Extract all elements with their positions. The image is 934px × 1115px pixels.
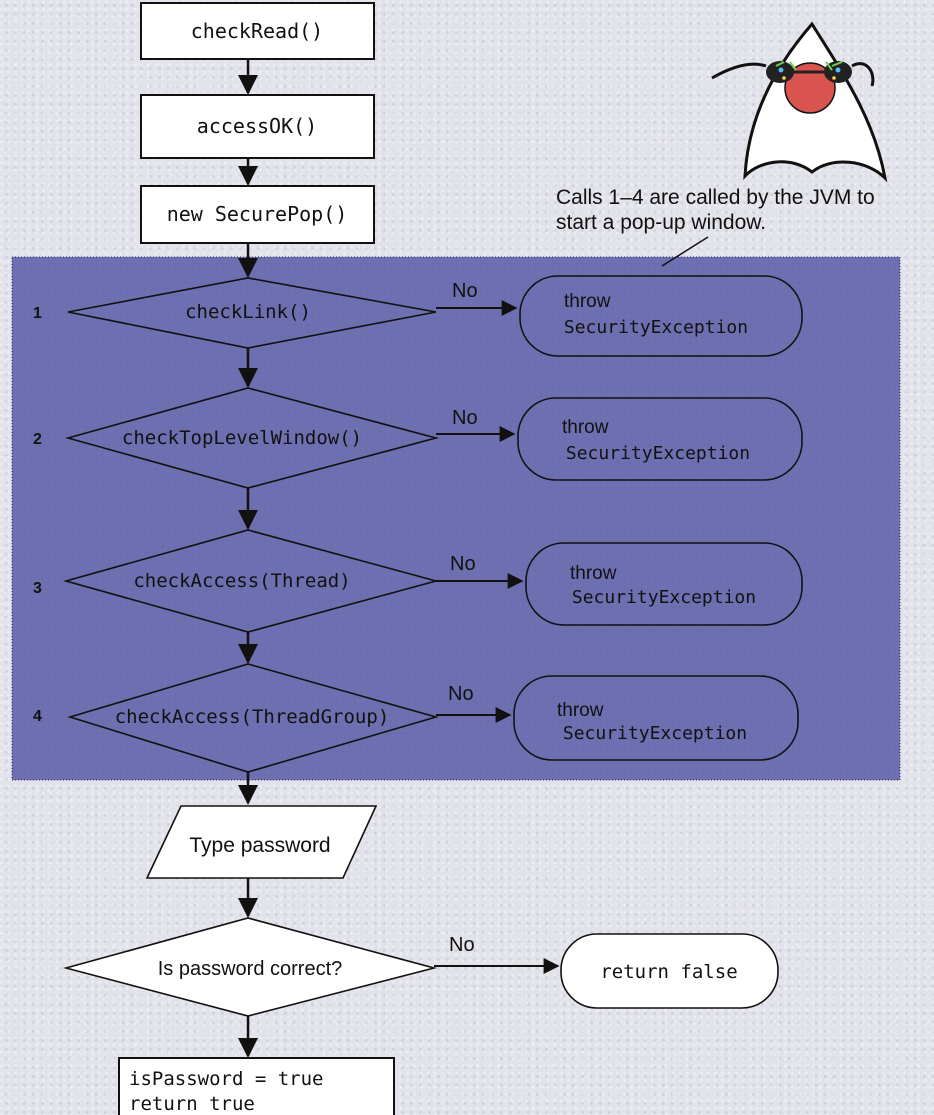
password-decision-diamond — [62, 917, 438, 1017]
check-2-row: 2 checkTopLevelWindow() No throw Securit… — [33, 387, 803, 489]
throw-label: throw — [557, 700, 604, 721]
exception-label: SecurityException — [564, 317, 748, 338]
throw-terminal — [519, 275, 803, 357]
callout-line-2: start a pop-up window. — [556, 211, 766, 234]
throw-label: throw — [570, 563, 617, 584]
return-false-label: return false — [600, 961, 737, 983]
check-1-row: 1 checkLink() No throw SecurityException — [33, 275, 803, 357]
return-false-terminal — [560, 933, 779, 1009]
throw-terminal — [517, 397, 803, 481]
no-label: No — [449, 934, 475, 956]
check-3-row: 3 checkAccess(Thread) No throw SecurityE… — [33, 529, 803, 633]
check-number: 1 — [33, 305, 42, 322]
no-label: No — [448, 683, 474, 705]
new-secure-pop-box: new SecurePop() — [140, 185, 375, 244]
final-line-2: return true — [129, 1093, 255, 1115]
check-label: checkAccess(Thread) — [133, 570, 350, 592]
access-ok-box: accessOK() — [140, 94, 375, 159]
check-number: 4 — [33, 708, 42, 725]
check-number: 2 — [33, 431, 42, 448]
type-password-label: Type password — [189, 834, 330, 857]
check-label: checkLink() — [185, 301, 311, 323]
no-label: No — [452, 280, 478, 302]
exception-label: SecurityException — [566, 443, 750, 464]
java-duke-mascot-icon — [711, 21, 888, 183]
no-label: No — [452, 407, 478, 429]
exception-label: SecurityException — [572, 587, 756, 608]
check-number: 3 — [33, 580, 42, 597]
check-label: checkTopLevelWindow() — [122, 427, 362, 449]
check-read-label: checkRead() — [191, 19, 323, 43]
type-password-step: Type password — [145, 805, 378, 879]
password-question: Is password correct? — [158, 958, 343, 980]
access-ok-label: accessOK() — [197, 114, 317, 138]
throw-terminal — [525, 542, 803, 626]
final-result-box: isPassword = true return true — [118, 1057, 395, 1115]
throw-terminal — [513, 675, 799, 761]
new-secure-pop-label: new SecurePop() — [167, 202, 348, 226]
check-label: checkAccess(ThreadGroup) — [115, 706, 390, 728]
check-read-box: checkRead() — [140, 2, 375, 60]
decision-diamond — [67, 663, 439, 773]
exception-label: SecurityException — [563, 723, 747, 744]
throw-label: throw — [564, 291, 611, 312]
jvm-callout: Calls 1–4 are called by the JVM to start… — [556, 186, 875, 267]
throw-label: throw — [562, 417, 609, 438]
no-label: No — [450, 553, 476, 575]
decision-diamond — [65, 387, 440, 489]
password-check-row: Is password correct? No return false — [62, 917, 779, 1017]
check-4-row: 4 checkAccess(ThreadGroup) No throw Secu… — [33, 663, 799, 773]
final-line-1: isPassword = true — [129, 1068, 323, 1090]
jvm-calls-panel — [11, 256, 901, 781]
callout-line-1: Calls 1–4 are called by the JVM to — [556, 186, 875, 209]
decision-diamond — [67, 277, 437, 349]
